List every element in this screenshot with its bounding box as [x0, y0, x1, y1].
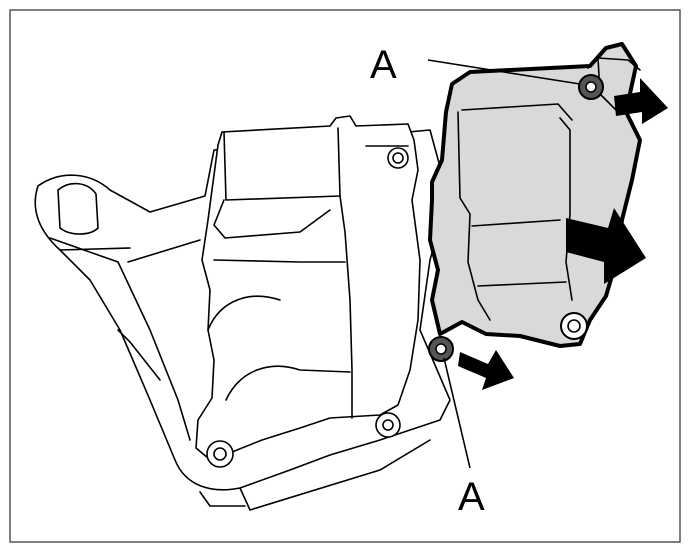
top-bolt — [578, 74, 604, 100]
left-actuator-housing — [195, 115, 421, 468]
leader-line-top — [427, 59, 581, 85]
removed-actuator-housing — [428, 42, 642, 348]
bottom-bolt — [428, 336, 454, 362]
leader-line-bottom — [443, 357, 471, 469]
callout-label-top: A — [370, 43, 397, 87]
removal-arrow-bottom — [458, 350, 514, 390]
removal-arrow-middle — [566, 208, 646, 284]
callout-label-bottom: A — [458, 475, 485, 519]
removal-arrow-top — [614, 78, 668, 124]
